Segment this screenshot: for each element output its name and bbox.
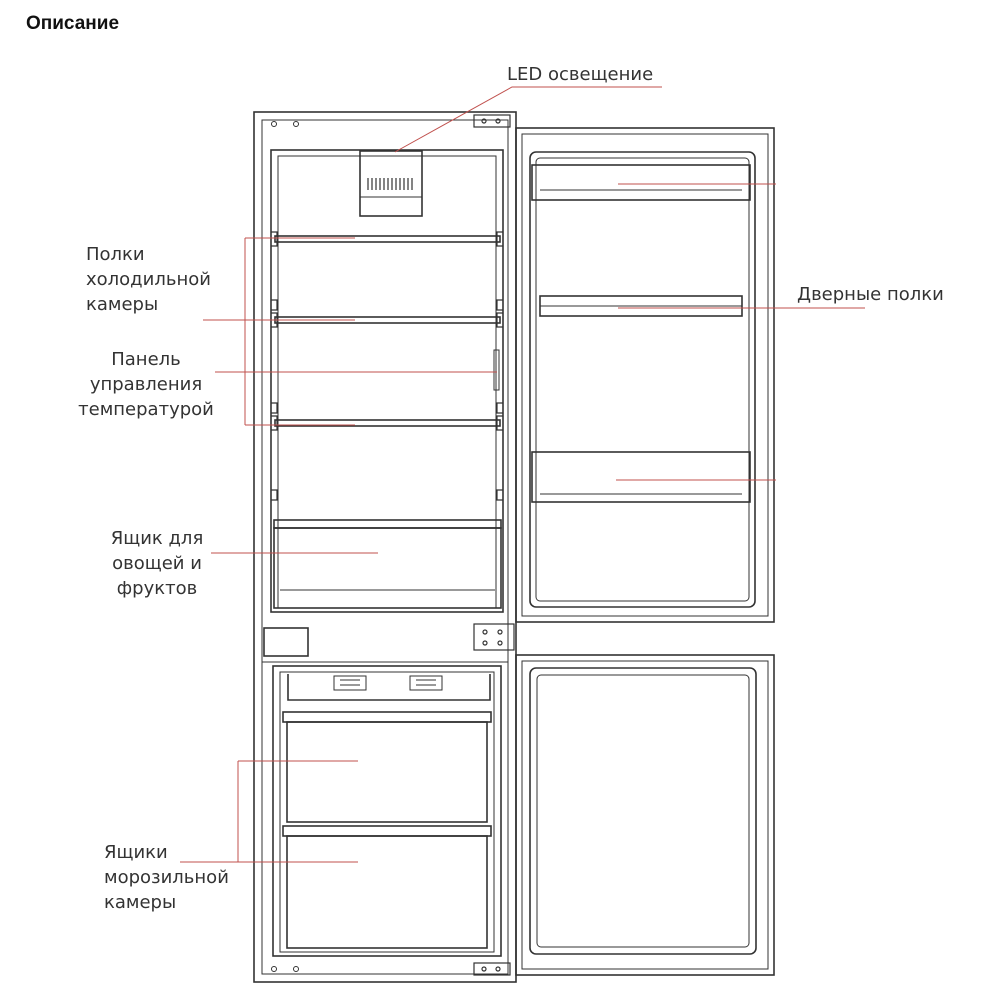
fridge-compartment (270, 149, 504, 613)
label-line: морозильной (104, 867, 229, 888)
label-line: управления (89, 374, 203, 395)
label-line: температурой (78, 399, 214, 420)
crisper-drawer (273, 519, 502, 609)
label-line: камеры (86, 294, 159, 315)
freezer-compartment (272, 665, 502, 957)
label-temperature-panel: Панель управления температурой (76, 347, 216, 422)
hinge-bottom (473, 962, 511, 976)
label-line: холодильной (86, 269, 211, 290)
label-led: LED освещение (507, 64, 654, 85)
label-line: камеры (104, 892, 177, 913)
freezer-drawer (282, 711, 492, 823)
divider-panel (263, 627, 309, 657)
fridge-shelf (274, 419, 501, 427)
label-door-shelves: Дверные полки (797, 284, 944, 305)
led-light-unit (359, 150, 423, 217)
fridge-door (515, 127, 775, 623)
label-crisper: Ящик для овощей и фруктов (92, 526, 222, 601)
leader-led (394, 86, 662, 153)
label-line: Ящики (104, 842, 168, 863)
door-shelf (539, 295, 743, 317)
label-line: овощей и (112, 553, 202, 574)
hinge-middle (473, 623, 515, 651)
label-fridge-shelves: Полки холодильной камеры (86, 242, 211, 317)
page-title: Описание (26, 13, 120, 34)
temperature-control-panel (493, 349, 500, 391)
freezer-door (515, 654, 775, 976)
door-shelf (531, 164, 751, 201)
cabinet-inner-edge (261, 119, 509, 975)
label-freezer-drawers: Ящики морозильной камеры (104, 840, 229, 915)
label-line: фруктов (116, 578, 198, 599)
label-line: Ящик для (110, 528, 204, 549)
door-shelf (531, 451, 751, 503)
freezer-drawer (282, 825, 492, 949)
label-line: Панель (111, 349, 181, 370)
fridge-shelf (274, 235, 501, 243)
hinge-top (473, 114, 511, 128)
freezer-top-tray (287, 674, 491, 701)
label-line: Полки (86, 244, 145, 265)
